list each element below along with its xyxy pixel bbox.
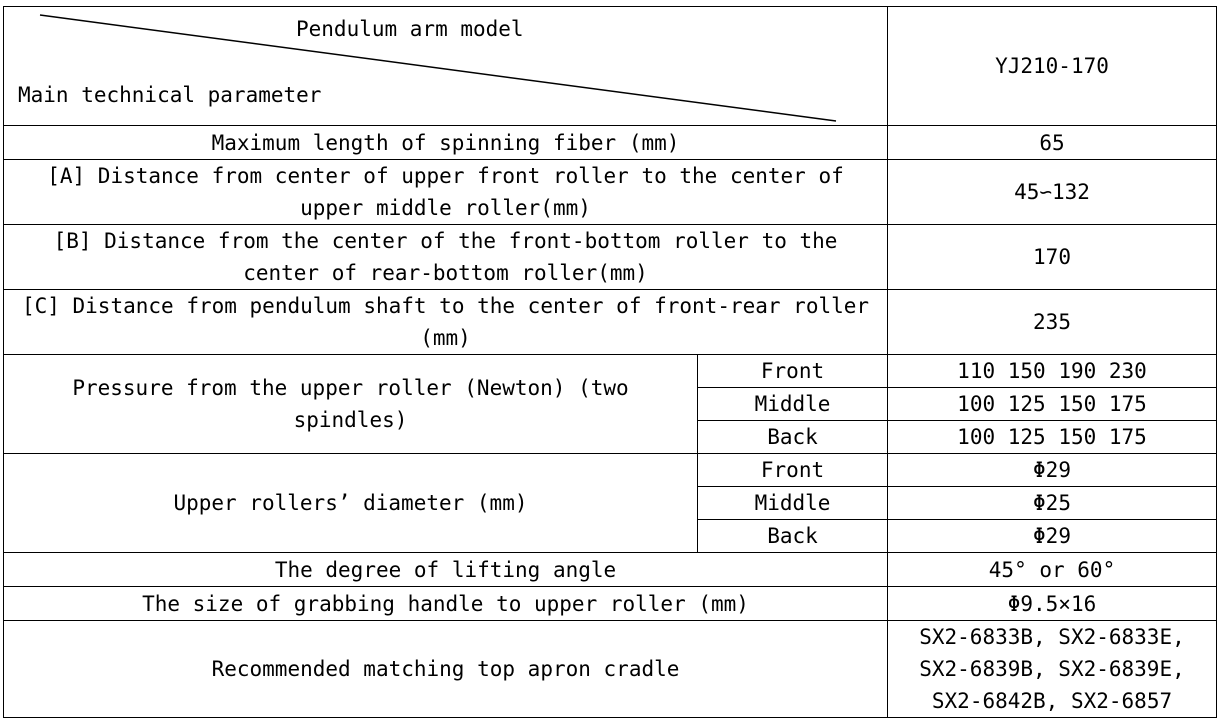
row-label: The degree of lifting angle xyxy=(3,552,888,587)
row-value: Φ9.5×16 xyxy=(887,586,1217,621)
sub-label-middle: Middle xyxy=(697,387,888,421)
table-row: The size of grabbing handle to upper rol… xyxy=(3,586,1217,621)
diameter-middle-value: Φ25 xyxy=(887,486,1217,520)
table-row: Maximum length of spinning fiber (mm) 65 xyxy=(3,125,1217,160)
sub-label-back: Back xyxy=(697,519,888,553)
sub-label-middle: Middle xyxy=(697,486,888,520)
diagonal-header-cell: Pendulum arm model Main technical parame… xyxy=(3,6,888,126)
table-row: [A] Distance from center of upper front … xyxy=(3,159,1217,225)
row-label: Maximum length of spinning fiber (mm) xyxy=(3,125,888,160)
table-row: Pressure from the upper roller (Newton) … xyxy=(3,354,1217,454)
pressure-front-value: 110 150 190 230 xyxy=(887,354,1217,388)
row-value: 170 xyxy=(887,224,1217,290)
pressure-back-value: 100 125 150 175 xyxy=(887,420,1217,454)
diameter-label: Upper rollers’ diameter (mm) xyxy=(3,453,698,553)
model-value-cell: YJ210-170 xyxy=(887,6,1217,126)
diameter-back-value: Φ29 xyxy=(887,519,1217,553)
table-row: [C] Distance from pendulum shaft to the … xyxy=(3,289,1217,355)
row-label: The size of grabbing handle to upper rol… xyxy=(3,586,888,621)
pressure-middle-value: 100 125 150 175 xyxy=(887,387,1217,421)
row-value: 45° or 60° xyxy=(887,552,1217,587)
row-label: [B] Distance from the center of the fron… xyxy=(3,224,888,290)
parameter-header-label: Main technical parameter xyxy=(18,83,322,107)
pressure-label: Pressure from the upper roller (Newton) … xyxy=(3,354,698,454)
row-label: [C] Distance from pendulum shaft to the … xyxy=(3,289,888,355)
row-value: 65 xyxy=(887,125,1217,160)
table-row: Middle 100 125 150 175 xyxy=(4,387,1217,421)
row-label: Recommended matching top apron cradle xyxy=(3,620,888,718)
table-row: Recommended matching top apron cradle SX… xyxy=(3,620,1217,718)
model-header-label: Pendulum arm model xyxy=(296,17,524,41)
table-row: Middle Φ25 xyxy=(4,486,1217,520)
table-row: Back Φ29 xyxy=(4,519,1217,553)
spec-table: Pendulum arm model Main technical parame… xyxy=(3,6,1217,718)
row-value: 235 xyxy=(887,289,1217,355)
sub-label-back: Back xyxy=(697,420,888,454)
diagonal-divider-line xyxy=(39,14,837,122)
sub-label-front: Front xyxy=(697,354,888,388)
header-row: Pendulum arm model Main technical parame… xyxy=(3,6,1217,126)
row-label: [A] Distance from center of upper front … xyxy=(3,159,888,225)
table-row: The degree of lifting angle 45° or 60° xyxy=(3,552,1217,587)
diameter-front-value: Φ29 xyxy=(887,453,1217,487)
cradle-models-value: SX2-6833B, SX2-6833E, SX2-6839B, SX2-683… xyxy=(887,620,1217,718)
table-row: Back 100 125 150 175 xyxy=(4,420,1217,454)
table-row: [B] Distance from the center of the fron… xyxy=(3,224,1217,290)
sub-label-front: Front xyxy=(697,453,888,487)
row-value: 45∽132 xyxy=(887,159,1217,225)
table-row: Upper rollers’ diameter (mm) Front Φ29 xyxy=(3,453,1217,553)
